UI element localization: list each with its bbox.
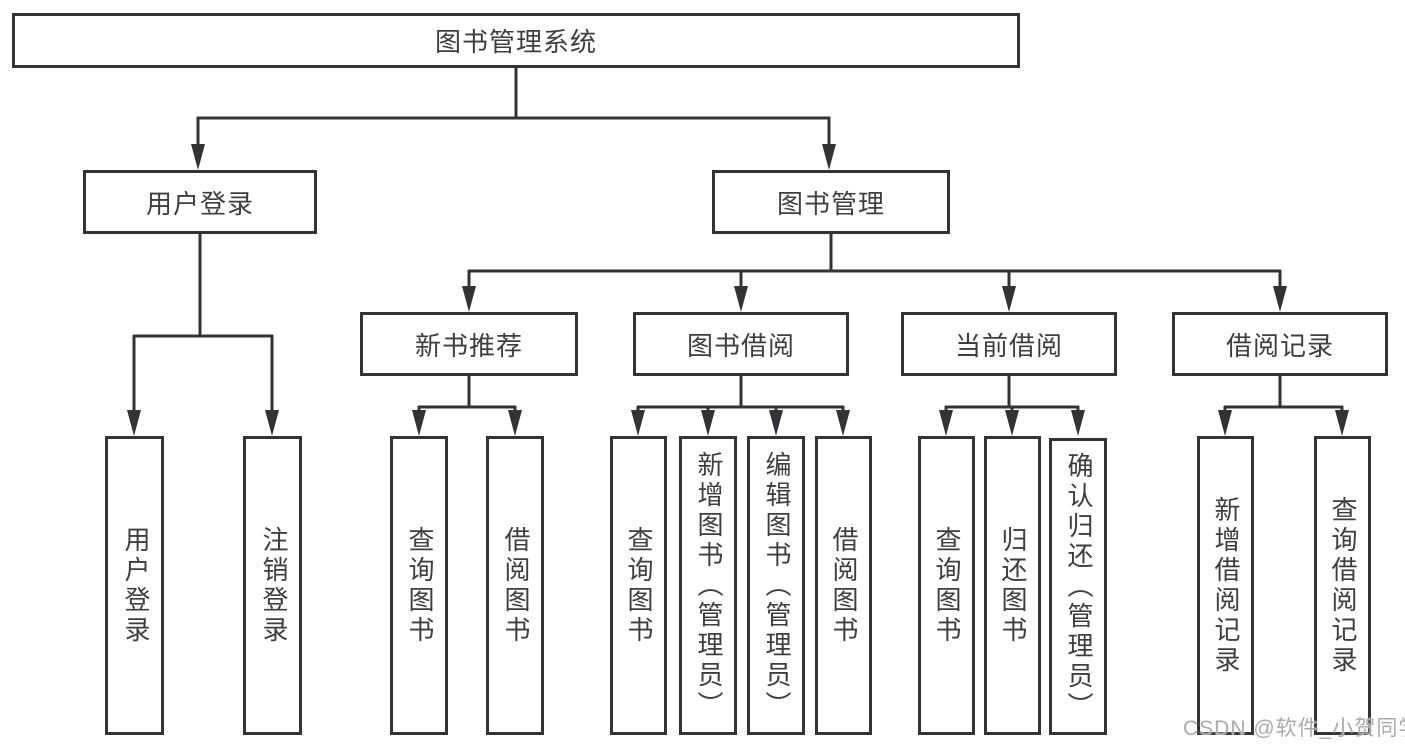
- leaf-logout: 注销登录: [243, 436, 302, 735]
- node-book-management: 图书管理: [712, 170, 950, 234]
- leaf-borrow-books-2: 借阅图书: [815, 436, 872, 735]
- leaf-return-books: 归还图书: [984, 436, 1041, 735]
- leaf-user-login: 用户登录: [105, 436, 164, 735]
- node-library-management-system: 图书管理系统: [12, 13, 1020, 68]
- leaf-query-books: 查询图书: [390, 436, 448, 735]
- leaf-query-borrow-record: 查询借阅记录: [1314, 436, 1371, 735]
- node-user-login: 用户登录: [83, 170, 317, 234]
- csdn-watermark: CSDN @软件_小贺同学: [1183, 717, 1405, 740]
- leaf-add-borrow-record: 新增借阅记录: [1197, 436, 1254, 735]
- leaf-confirm-return-admin: 确认归还（管理员）: [1049, 438, 1107, 735]
- node-new-book-recommendation: 新书推荐: [360, 312, 578, 376]
- leaf-edit-books-admin: 编辑图书（管理员）: [747, 436, 805, 735]
- leaf-query-books-3: 查询图书: [918, 436, 975, 735]
- leaf-query-books-2: 查询图书: [610, 436, 667, 735]
- leaf-borrow-books: 借阅图书: [486, 436, 544, 735]
- node-borrowing-records: 借阅记录: [1172, 312, 1388, 376]
- node-book-borrowing: 图书借阅: [633, 312, 849, 376]
- leaf-add-books-admin: 新增图书（管理员）: [679, 436, 737, 735]
- node-current-borrowing: 当前借阅: [901, 312, 1117, 376]
